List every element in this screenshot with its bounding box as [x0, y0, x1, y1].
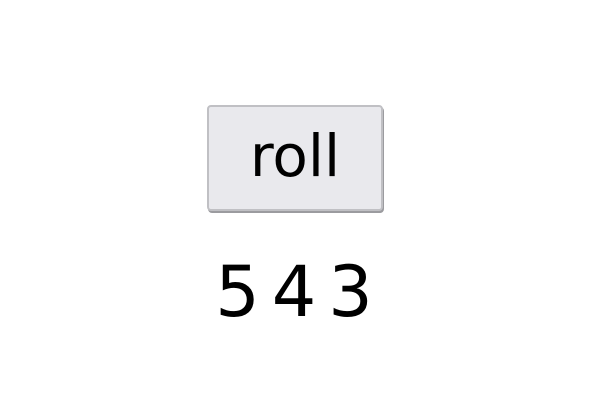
roll-result: 543	[215, 251, 385, 333]
roll-button[interactable]: roll	[207, 105, 383, 211]
